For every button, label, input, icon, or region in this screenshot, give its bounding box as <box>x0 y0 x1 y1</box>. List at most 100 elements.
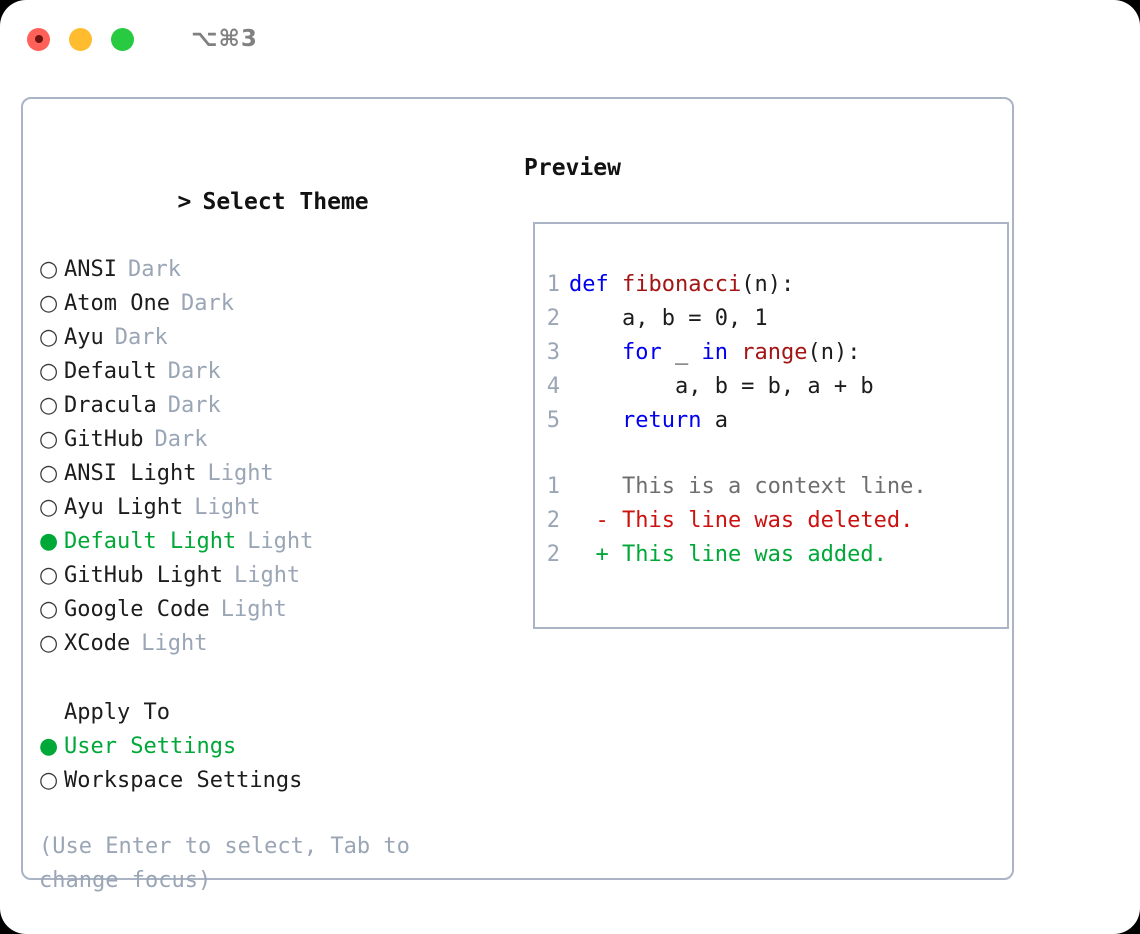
line-number: 2 <box>546 306 560 331</box>
code-token-pl <box>569 408 622 433</box>
radio-unselected-icon: ○ <box>39 325 59 350</box>
window-title: ⌥⌘3 <box>191 26 258 52</box>
code-text: def fibonacci(n): <box>569 268 794 302</box>
theme-name: Ayu Light <box>64 495 184 520</box>
theme-mode-tag: Light <box>220 597 287 622</box>
code-token-pl: (n): <box>807 340 861 365</box>
theme-name: Default <box>64 359 157 384</box>
apply-to-header: Apply To <box>64 700 170 725</box>
code-line: 4 a, b = b, a + b <box>535 370 1007 404</box>
diff-line-ctx: 1 This is a context line. <box>535 470 1007 504</box>
code-token-pl: (n): <box>741 272 795 297</box>
select-theme-label: Select Theme <box>202 189 369 215</box>
code-token-kw: for <box>621 340 662 365</box>
theme-mode-tag: Dark <box>154 427 208 452</box>
theme-option-ansi[interactable]: ○ANSI Dark <box>39 253 493 287</box>
radio-unselected-icon: ○ <box>39 597 59 622</box>
diff-sample: 1 This is a context line.2 - This line w… <box>535 470 1007 572</box>
theme-mode-tag: Dark <box>167 359 221 384</box>
code-line: 1 def fibonacci(n): <box>535 268 1007 302</box>
code-text: return a <box>569 404 728 438</box>
code-line: 2 a, b = 0, 1 <box>535 302 1007 336</box>
code-token-pl: a, b = b, a + b <box>569 374 874 399</box>
theme-option-atom-one[interactable]: ○Atom One Dark <box>39 287 493 321</box>
theme-option-ayu-light[interactable]: ○Ayu Light Light <box>39 491 493 525</box>
code-line: 5 return a <box>535 404 1007 438</box>
line-number: 5 <box>546 408 560 433</box>
theme-option-default-light[interactable]: ●Default Light Light <box>39 525 493 559</box>
line-number: 4 <box>546 374 560 399</box>
code-token-kw: in <box>701 340 742 365</box>
radio-unselected-icon: ○ <box>39 768 59 793</box>
close-button[interactable] <box>27 27 50 51</box>
line-number: 1 <box>546 272 560 297</box>
theme-name: ANSI Light <box>64 461 197 486</box>
code-token-fn: fibonacci <box>621 272 742 297</box>
code-token-kw: def <box>569 272 622 297</box>
theme-mode-tag: Dark <box>127 257 181 282</box>
code-token-pl: _ <box>661 340 702 365</box>
line-number: 2 <box>546 508 560 533</box>
theme-name: Atom One <box>64 291 170 316</box>
radio-unselected-icon: ○ <box>39 257 59 282</box>
minimize-button[interactable] <box>69 27 92 51</box>
theme-mode-tag: Light <box>247 529 314 554</box>
theme-mode-tag: Light <box>194 495 261 520</box>
theme-mode-tag: Light <box>141 631 208 656</box>
apply-to-option-workspace-settings[interactable]: ○Workspace Settings <box>39 764 493 798</box>
line-number: 2 <box>546 542 560 567</box>
code-token-pl: a <box>701 408 728 433</box>
code-token-pl: a, b = 0, 1 <box>569 306 768 331</box>
theme-name: Default Light <box>64 529 237 554</box>
code-text: a, b = 0, 1 <box>569 302 768 336</box>
radio-unselected-icon: ○ <box>39 359 59 384</box>
zoom-button[interactable] <box>111 27 134 51</box>
radio-unselected-icon: ○ <box>39 427 59 452</box>
theme-option-dracula[interactable]: ○Dracula Dark <box>39 389 493 423</box>
theme-mode-tag: Dark <box>180 291 234 316</box>
theme-mode-tag: Light <box>233 563 301 588</box>
theme-mode-tag: Dark <box>114 325 168 350</box>
code-text: a, b = b, a + b <box>569 370 874 404</box>
diff-text: This is a context line. <box>569 474 927 499</box>
apply-to-option-user-settings[interactable]: ●User Settings <box>39 730 493 764</box>
preview-header: Preview <box>524 155 621 181</box>
theme-mode-tag: Dark <box>167 393 221 418</box>
line-number: 3 <box>546 340 560 365</box>
diff-text: - This line was deleted. <box>569 508 914 533</box>
keyboard-hint: (Use Enter to select, Tab to change focu… <box>39 834 424 893</box>
diff-text: + This line was added. <box>569 542 887 567</box>
radio-selected-icon: ● <box>39 734 59 759</box>
diff-line-del: 2 - This line was deleted. <box>535 504 1007 538</box>
radio-unselected-icon: ○ <box>39 495 59 520</box>
theme-name: ANSI <box>64 257 117 282</box>
code-token-kw: return <box>621 408 702 433</box>
diff-line-add: 2 + This line was added. <box>535 538 1007 572</box>
theme-mode-tag: Light <box>207 461 274 486</box>
radio-unselected-icon: ○ <box>39 393 59 418</box>
title-bar: ⌥⌘3 <box>0 0 1140 78</box>
theme-name: GitHub Light <box>64 563 223 588</box>
apply-to-label: User Settings <box>64 734 237 759</box>
theme-name: Google Code <box>64 597 210 622</box>
line-number: 1 <box>546 474 560 499</box>
theme-option-default[interactable]: ○Default Dark <box>39 355 493 389</box>
select-theme-header: >Select Theme <box>39 151 493 253</box>
theme-name: Dracula <box>64 393 157 418</box>
radio-unselected-icon: ○ <box>39 563 59 588</box>
radio-selected-icon: ● <box>39 529 59 554</box>
apply-to-label: Workspace Settings <box>64 768 303 793</box>
theme-option-google-code[interactable]: ○Google Code Light <box>39 593 493 627</box>
radio-unselected-icon: ○ <box>39 291 59 316</box>
theme-option-github-light[interactable]: ○GitHub Light Light <box>39 559 493 593</box>
